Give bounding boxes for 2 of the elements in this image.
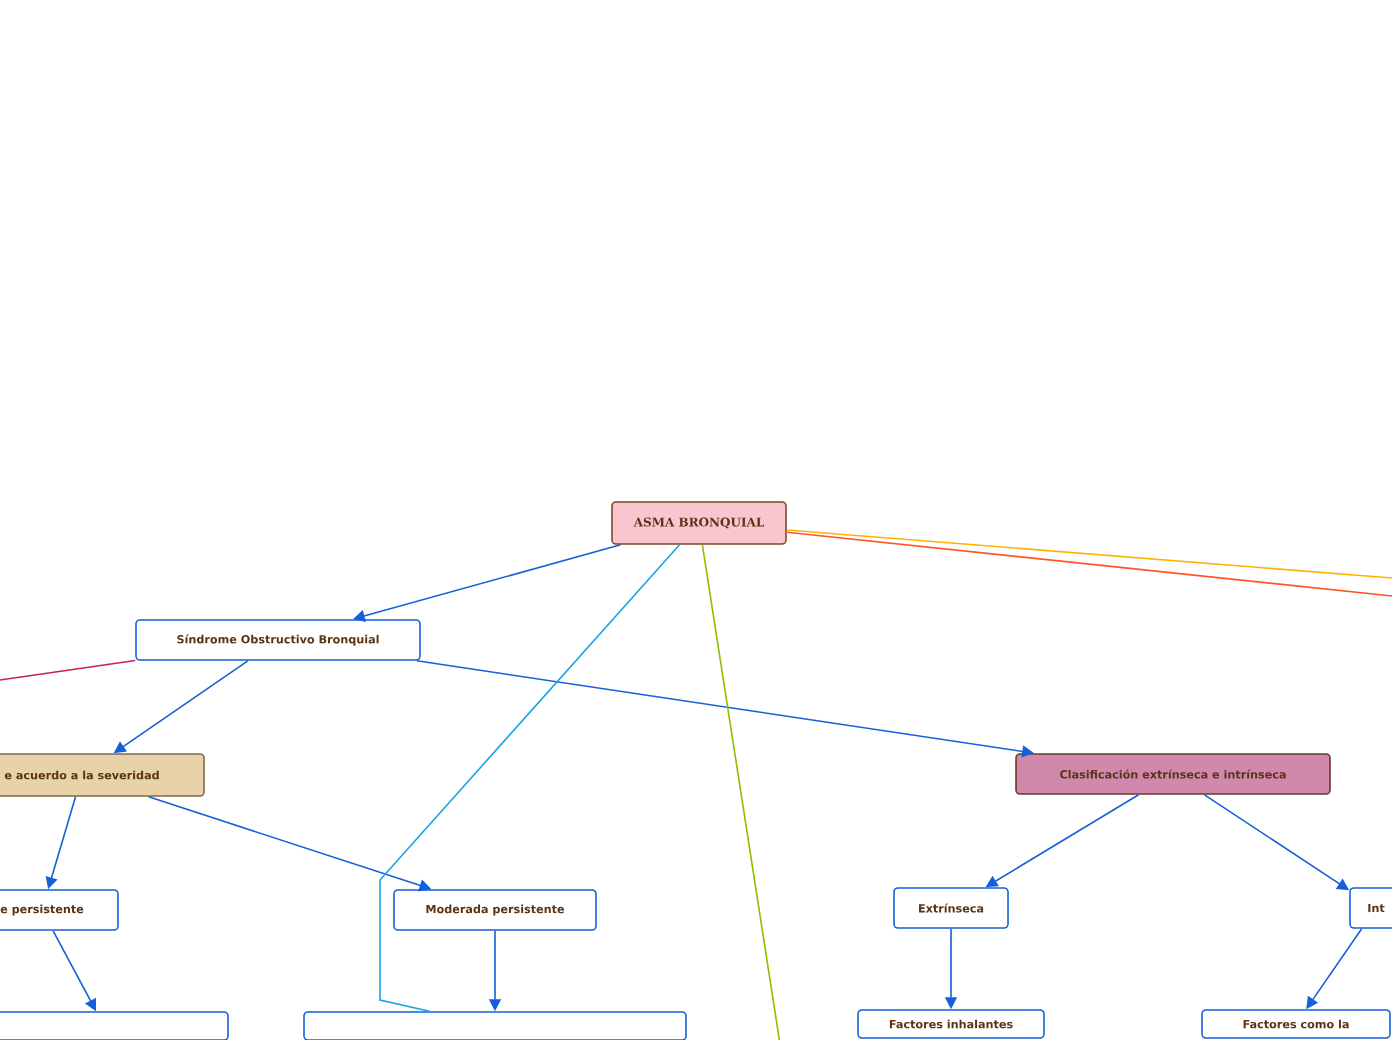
empty-box — [303, 1011, 687, 1040]
empty-box — [0, 1011, 229, 1040]
